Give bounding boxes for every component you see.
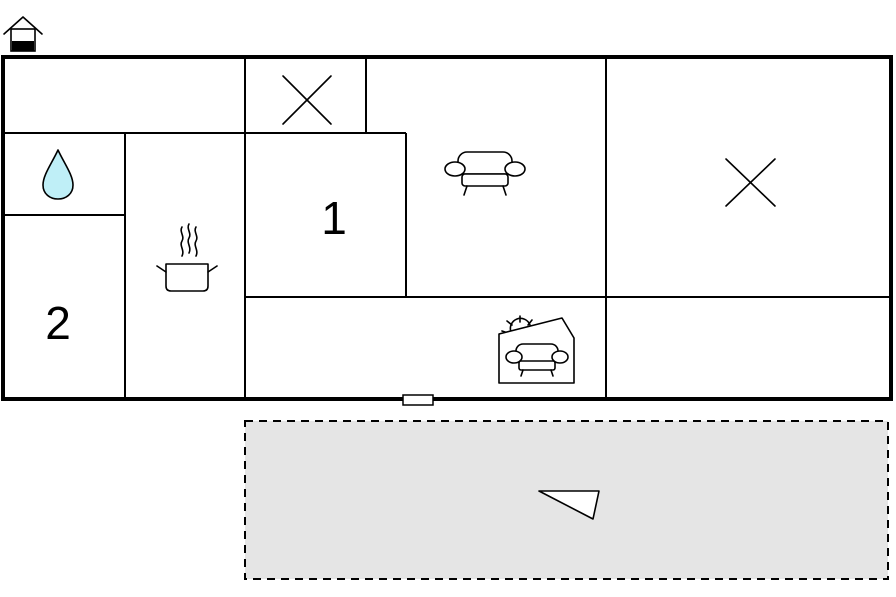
sofa-icon — [444, 151, 526, 196]
room-label-bedroom-1: 1 — [321, 192, 347, 244]
outer-wall — [1, 55, 893, 401]
cross-icon — [725, 158, 776, 207]
door-icon — [402, 394, 434, 406]
room-label-bedroom-2: 2 — [45, 297, 71, 349]
triangle-marker-icon — [538, 490, 600, 520]
interior-walls — [5, 59, 889, 397]
water-drop-icon — [42, 149, 74, 200]
sunroom-sofa-icon — [498, 315, 575, 384]
cross-icon — [282, 75, 332, 125]
house-icon — [3, 16, 43, 52]
cooking-pot-icon — [156, 223, 218, 292]
